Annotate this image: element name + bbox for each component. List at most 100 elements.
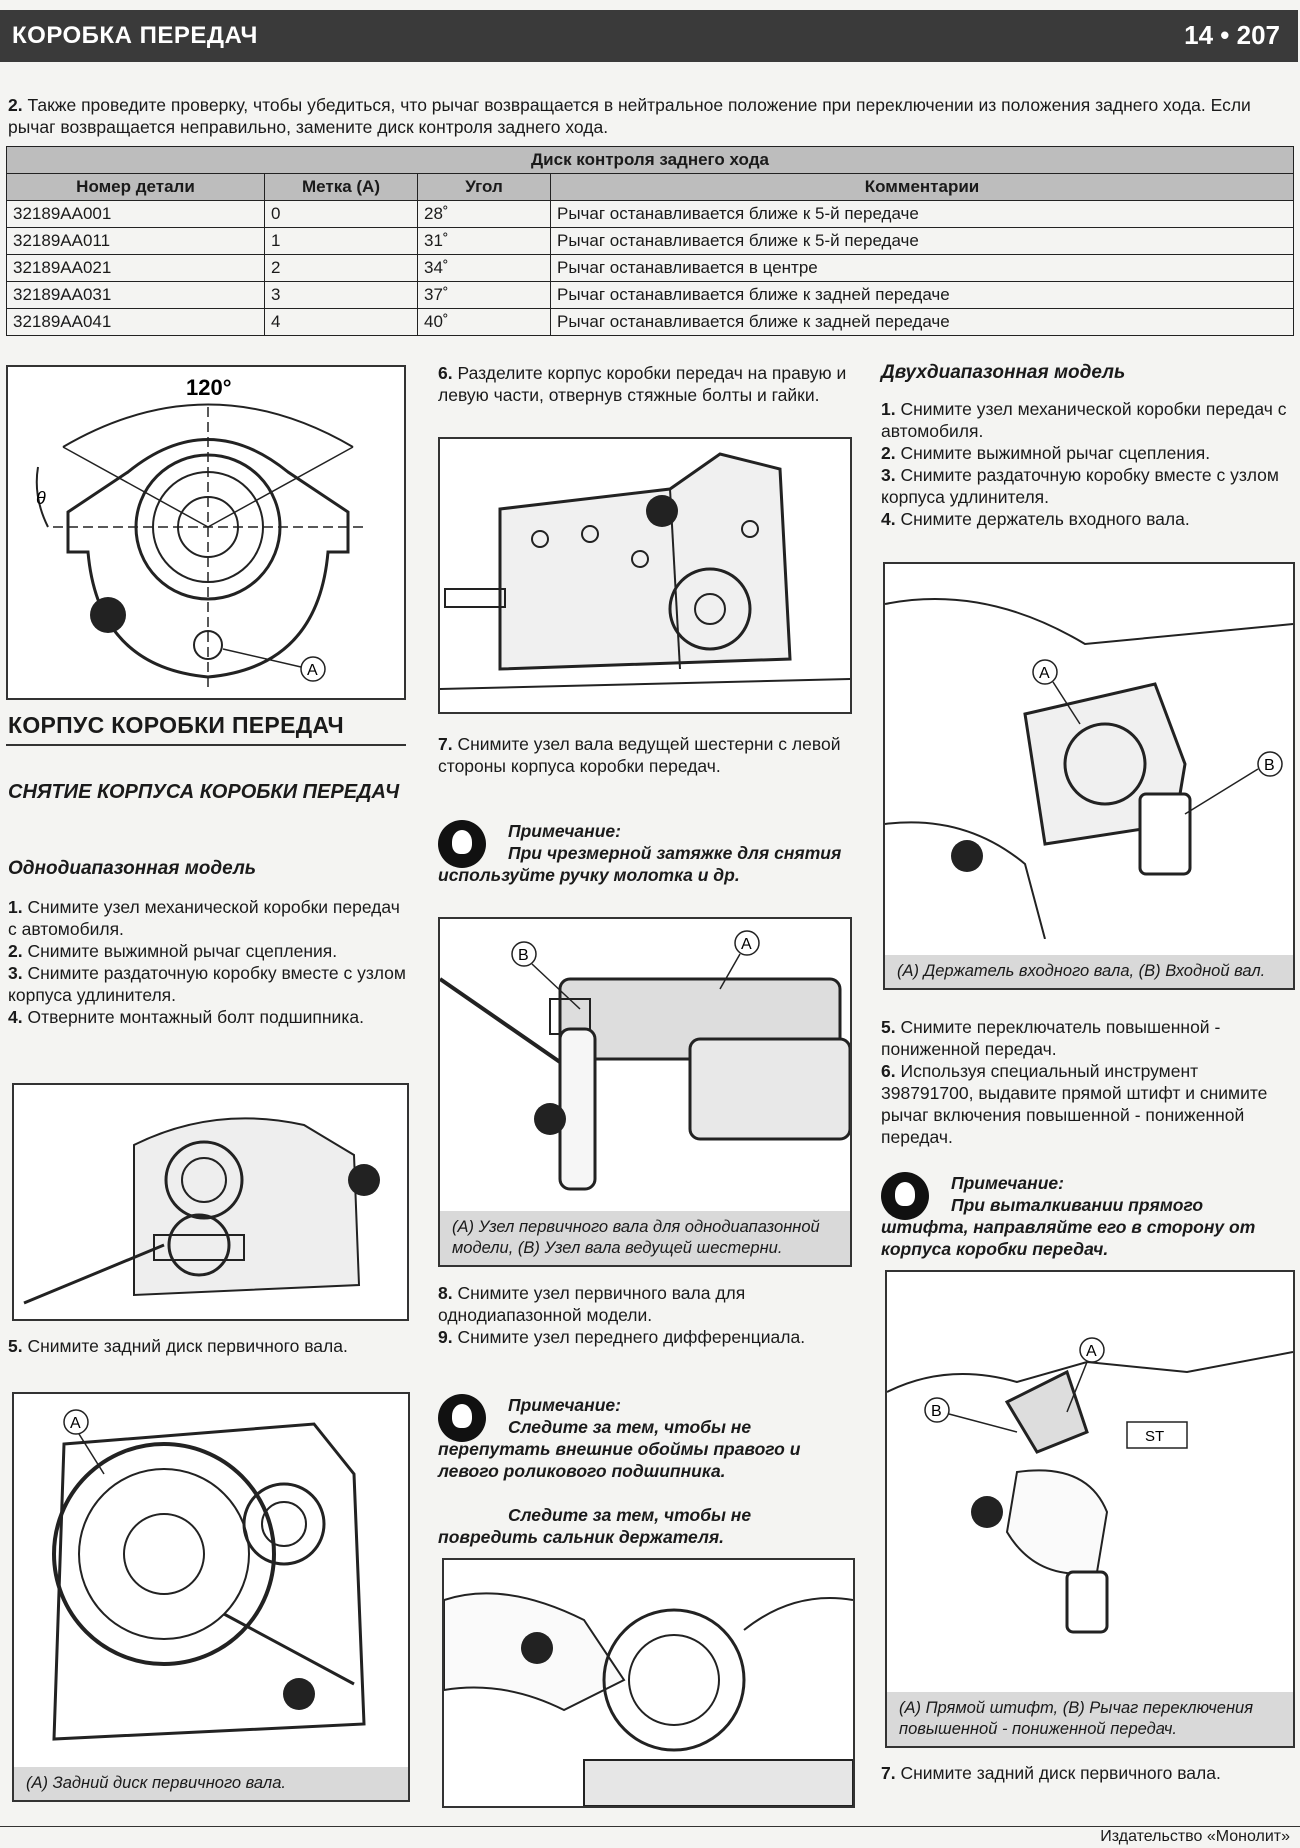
label-b: B <box>518 947 529 964</box>
note-text: Следите за тем, чтобы не повредить сальн… <box>438 1505 752 1547</box>
list-item: 4. Отверните монтажный болт подшипника. <box>8 1007 364 1027</box>
angle-label: 120° <box>186 375 232 400</box>
table-header-part: Номер детали <box>6 173 265 201</box>
middle-step7: 7. Снимите узел вала ведущей шестерни с … <box>438 733 852 777</box>
lightbulb-icon <box>438 820 486 868</box>
list-item: 2. Снимите выжимной рычаг сцепления. <box>8 941 338 961</box>
bearing-bolt-figure <box>12 1083 409 1321</box>
note-box: Примечание: При выталкивании прямого шти… <box>881 1172 1295 1262</box>
section-title: КОРПУС КОРОБКИ ПЕРЕДАЧ <box>8 712 345 738</box>
right-steps-5-6: 5. Снимите переключатель повышенной - по… <box>881 1016 1295 1148</box>
publisher-footer: Издательство «Монолит» <box>1100 1828 1290 1845</box>
differential-figure <box>442 1558 855 1808</box>
list-item: 7. Снимите узел вала ведущей шестерни с … <box>438 734 841 776</box>
label-b: B <box>931 1403 942 1420</box>
figure-caption: (A) Прямой штифт, (B) Рычаг переключения… <box>887 1692 1293 1746</box>
list-item: 8. Снимите узел первичного вала для одно… <box>438 1283 746 1325</box>
table-cell: 31˚ <box>417 227 551 255</box>
note-box: Примечание: При чрезмерной затяжке для с… <box>438 820 852 910</box>
label-a: A <box>1039 665 1050 682</box>
reverse-disc-diagram: 120° θ A <box>6 365 406 700</box>
shaft-assembly-figure: B A (A) Узел первичного вала для однодиа… <box>438 917 852 1267</box>
table-cell: 4 <box>264 308 418 336</box>
list-item: 2. Снимите выжимной рычаг сцепления. <box>881 443 1211 463</box>
table-cell: 28˚ <box>417 200 551 228</box>
intro-number: 2. <box>8 95 23 115</box>
table-cell: 32189AA011 <box>6 227 265 255</box>
list-item: 9. Снимите узел переднего дифференциала. <box>438 1327 806 1347</box>
table-cell: Рычаг останавливается ближе к 5-й переда… <box>550 200 1294 228</box>
page-number: 14 • 207 <box>1184 20 1280 50</box>
note-title: Примечание: <box>508 821 621 841</box>
intro-text: Также проведите проверку, чтобы убедитьс… <box>8 95 1251 137</box>
header-bar <box>0 10 1298 62</box>
input-shaft-holder-figure: A B (A) Держатель входного вала, (B) Вхо… <box>883 562 1295 990</box>
label-a: A <box>1086 1343 1097 1360</box>
list-item: 3. Снимите раздаточную коробку вместе с … <box>8 963 406 1005</box>
table-cell: 32189AA001 <box>6 200 265 228</box>
list-item: 6. Используя специальный инструмент 3987… <box>881 1061 1268 1147</box>
list-item: 1. Снимите узел механической коробки пер… <box>881 399 1287 441</box>
right-step7: 7. Снимите задний диск первичного вала. <box>881 1762 1295 1784</box>
table-header-mark: Метка (A) <box>264 173 418 201</box>
header-title: КОРОБКА ПЕРЕДАЧ <box>12 22 258 49</box>
table-cell: 3 <box>264 281 418 309</box>
table-cell: 40˚ <box>417 308 551 336</box>
figure-caption: (A) Задний диск первичного вала. <box>14 1767 408 1800</box>
table-header-angle: Угол <box>417 173 551 201</box>
rear-disc-figure: A (A) Задний диск первичного вала. <box>12 1392 410 1802</box>
table-cell: 32189AA031 <box>6 281 265 309</box>
table-cell: Рычаг останавливается ближе к 5-й переда… <box>550 227 1294 255</box>
middle-steps-8-9: 8. Снимите узел первичного вала для одно… <box>438 1282 852 1348</box>
label-b: B <box>1264 757 1275 774</box>
table-cell: 1 <box>264 227 418 255</box>
list-item: 4. Снимите держатель входного вала. <box>881 509 1190 529</box>
list-item: 1. Снимите узел механической коробки пер… <box>8 897 400 939</box>
table-cell: Рычаг останавливается ближе к задней пер… <box>550 308 1294 336</box>
right-steps: 1. Снимите узел механической коробки пер… <box>881 398 1295 530</box>
case-split-figure <box>438 437 852 714</box>
table-cell: 0 <box>264 200 418 228</box>
model-title-dual: Двухдиапазонная модель <box>881 362 1126 383</box>
section-rule <box>6 744 406 746</box>
theta-label: θ <box>36 488 46 508</box>
subsection-title: СНЯТИЕ КОРПУСА КОРОБКИ ПЕРЕДАЧ <box>8 781 400 803</box>
page-header: КОРОБКА ПЕРЕДАЧ 14 • 207 <box>0 0 1300 72</box>
list-item: 7. Снимите задний диск первичного вала. <box>881 1763 1221 1783</box>
note-text: Следите за тем, чтобы не перепутать внеш… <box>438 1417 801 1481</box>
note-box: Примечание: Следите за тем, чтобы не пер… <box>438 1394 852 1547</box>
table-cell: 37˚ <box>417 281 551 309</box>
lightbulb-icon <box>438 1394 486 1442</box>
middle-step6: 6. Разделите корпус коробки передач на п… <box>438 362 852 406</box>
table-cell: 32189AA021 <box>6 254 265 282</box>
table-cell: Рычаг останавливается ближе к задней пер… <box>550 281 1294 309</box>
note-title: Примечание: <box>951 1173 1064 1193</box>
label-st: ST <box>1145 1428 1164 1445</box>
table-cell: 34˚ <box>417 254 551 282</box>
table-caption: Диск контроля заднего хода <box>6 146 1294 174</box>
table-header-comments: Комментарии <box>550 173 1294 201</box>
left-steps: 1. Снимите узел механической коробки пер… <box>8 896 408 1028</box>
list-item: 5. Снимите переключатель повышенной - по… <box>881 1017 1221 1059</box>
table-cell: 2 <box>264 254 418 282</box>
footer-rule <box>0 1826 1300 1827</box>
list-item: 6. Разделите корпус коробки передач на п… <box>438 363 847 405</box>
note-text: При выталкивании прямого штифта, направл… <box>881 1195 1256 1259</box>
table-cell: Рычаг останавливается в центре <box>550 254 1294 282</box>
list-item: 3. Снимите раздаточную коробку вместе с … <box>881 465 1279 507</box>
figure-caption: (A) Узел первичного вала для однодиапазо… <box>440 1211 850 1265</box>
reverse-check-table: Диск контроля заднего хода Номер детали … <box>6 146 1294 336</box>
straight-pin-figure: ST A B (A) Прямой штифт, (B) Рычаг перек… <box>885 1270 1295 1748</box>
note-text: При чрезмерной затяжке для снятия исполь… <box>438 843 842 885</box>
label-a: A <box>307 662 318 679</box>
label-a: A <box>741 936 752 953</box>
intro-paragraph: 2. Также проведите проверку, чтобы убеди… <box>8 94 1293 138</box>
table-cell: 32189AA041 <box>6 308 265 336</box>
lightbulb-icon <box>881 1172 929 1220</box>
label-a: A <box>70 1415 81 1432</box>
